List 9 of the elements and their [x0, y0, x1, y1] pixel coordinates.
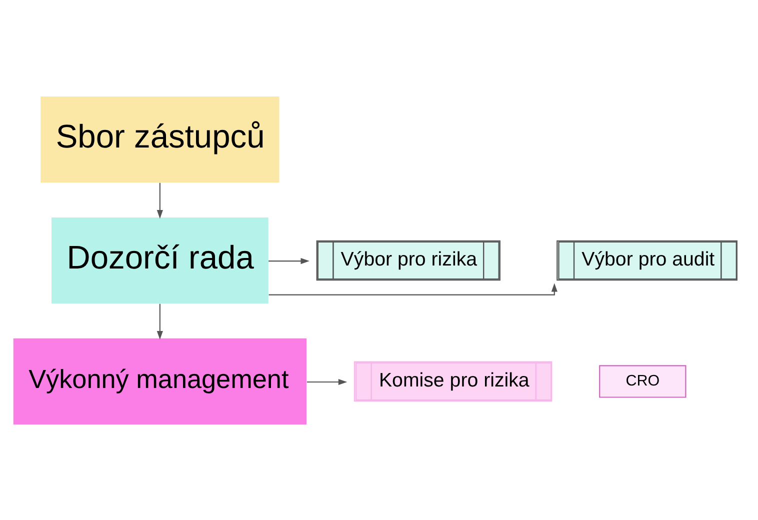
arrow: [156, 182, 162, 218]
node-box: Sbor zástupců: [40, 96, 279, 182]
arrow: [156, 303, 162, 340]
node-box: CRO: [598, 364, 686, 398]
node-box: Výkonný management: [12, 338, 306, 424]
arrow: [306, 378, 347, 385]
arrow: [268, 257, 309, 264]
arrow: [268, 282, 557, 295]
node-box: Dozorčí rada: [51, 216, 268, 304]
